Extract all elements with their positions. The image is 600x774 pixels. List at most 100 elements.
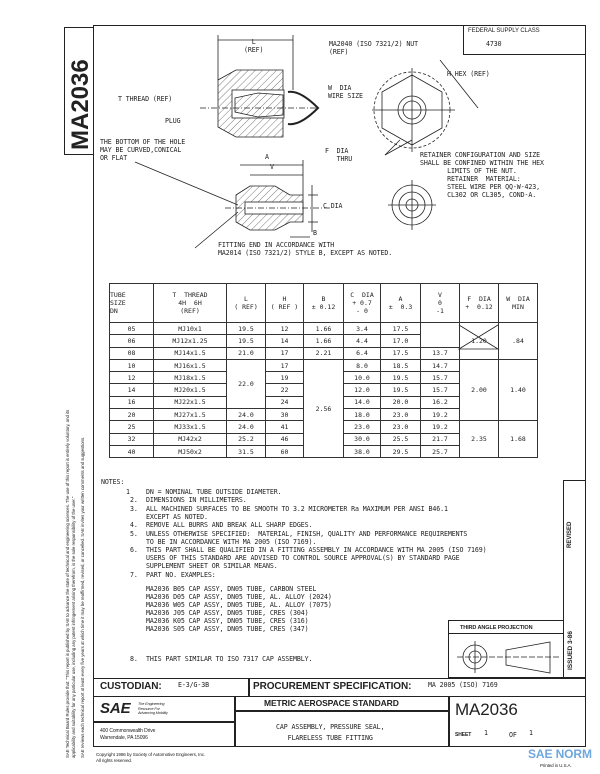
note-number: 4.: [130, 521, 138, 530]
cell-tube-size: 12: [109, 371, 154, 385]
cell-l: 19.5: [226, 334, 266, 348]
col-b: B ± 0.12: [303, 283, 344, 323]
supply-class-box: [463, 25, 586, 55]
procurement-value: MA 2005 (ISO) 7169: [428, 681, 498, 689]
col-a: A ± 0.3: [380, 283, 421, 323]
cell-tube-size: 08: [109, 346, 154, 360]
cell-thread: MJ14x1.5: [153, 346, 227, 360]
sheet-number: 1: [484, 729, 488, 737]
cell-thread: MJ18x1.5: [153, 371, 227, 385]
cell-h: 41: [265, 420, 304, 434]
cell-thread: MJ22x1.5: [153, 395, 227, 410]
col-f: F DIA + 0.12: [459, 283, 499, 323]
cell-w: .84: [498, 322, 538, 360]
nut-section: [200, 35, 320, 138]
label-f-dia: F DIA THRU: [325, 147, 353, 163]
cell-c: 30.0: [343, 432, 381, 446]
custodian-label: CUSTODIAN:: [100, 681, 162, 692]
cell-h: 19: [265, 371, 304, 385]
cell-v: 15.7: [420, 371, 460, 385]
note-number: 2.: [130, 496, 138, 505]
cell-w: 1.40: [498, 358, 538, 422]
custodian-value: E-3/G-3B: [178, 681, 209, 689]
col-l: L ( REF): [226, 283, 266, 323]
note-text: UNLESS OTHERWISE SPECIFIED: MATERIAL, FI…: [146, 529, 468, 546]
projection-symbol: [457, 641, 560, 674]
part-examples: MA2036 B05 CAP ASSY, DN05 TUBE, CARBON S…: [146, 585, 332, 633]
cell-h: 30: [265, 408, 304, 422]
cell-l: 21.0: [226, 346, 266, 360]
fitting-end-view: [388, 180, 436, 230]
label-h-hex: H HEX (REF): [447, 70, 490, 78]
number-divider: [448, 696, 450, 747]
label-v: V: [270, 163, 274, 171]
standard-label: METRIC AEROSPACE STANDARD: [264, 698, 399, 708]
cell-tube-size: 16: [109, 395, 154, 410]
issued-label: ISSUED 3-86: [567, 630, 574, 670]
cell-tube-size: 05: [109, 321, 154, 336]
cell-l: 24.0: [226, 420, 266, 434]
cell-tube-size: 32: [109, 432, 154, 446]
cell-a: 23.0: [380, 420, 421, 434]
col-w: W DIA MIN: [498, 283, 538, 323]
cell-thread: MJ20x1.5: [153, 383, 227, 397]
cell-h: 46: [265, 432, 304, 446]
projection-label: THIRD ANGLE PROJECTION: [460, 625, 533, 631]
printed-label: Printed in U.S.A.: [540, 763, 572, 768]
revision-strip: [563, 480, 586, 678]
note-text: THIS PART SHALL BE QUALIFIED IN A FITTIN…: [146, 546, 487, 571]
cell-c: 18.0: [343, 408, 381, 422]
cell-tube-size: 06: [109, 334, 154, 348]
standard-divider: [234, 710, 448, 712]
col-h: H ( REF ): [265, 283, 304, 323]
cell-c: 38.0: [343, 444, 381, 459]
note-number: 5.: [130, 529, 138, 538]
cell-a: 19.5: [380, 371, 421, 385]
label-hole-bottom: THE BOTTOM OF THE HOLE MAY BE CURVED,CON…: [100, 138, 186, 162]
cell-a: 17.5: [380, 346, 421, 360]
hex-end-view: [372, 59, 479, 156]
cell-tube-size: 10: [109, 358, 154, 373]
cell-a: 25.5: [380, 432, 421, 446]
cell-c: 12.0: [343, 383, 381, 397]
cell-f: 2.35: [459, 420, 499, 459]
sae-norm-watermark: SAE NORM: [528, 747, 592, 761]
label-nut: MA2040 (ISO 7321/2) NUT (REF): [329, 40, 419, 56]
cell-a: 23.0: [380, 408, 421, 422]
label-t-thread: T THREAD (REF): [118, 95, 173, 103]
cell-b: 1.66: [303, 321, 344, 336]
document-title: CAP ASSEMBLY, PRESSURE SEAL, FLARELESS T…: [276, 723, 385, 742]
notes-title: NOTES:: [101, 478, 125, 486]
cell-thread: MJ10x1: [153, 321, 227, 336]
note-number: 3.: [130, 504, 138, 513]
cell-h: 12: [265, 321, 304, 336]
label-fitting-end: FITTING END IN ACCORDANCE WITH MA2014 (I…: [218, 241, 393, 257]
copyright: Copyright 1986 by Society of Automotive …: [96, 752, 206, 763]
col-thread: T THREAD 4H 6H (REF): [153, 283, 227, 323]
sae-address: 400 Commonwealth Drive Warrendale, PA 15…: [100, 728, 156, 741]
cell-b: 2.21: [303, 346, 344, 360]
cell-a: 20.0: [380, 395, 421, 410]
procurement-label: PROCUREMENT SPECIFICATION:: [253, 681, 412, 692]
cell-h: 17: [265, 346, 304, 360]
revised-label: REVISED: [567, 521, 573, 548]
cell-h: 60: [265, 444, 304, 459]
cell-v: 19.2: [420, 408, 460, 422]
cell-v-not-applicable: [420, 322, 460, 348]
cell-a: 17.0: [380, 334, 421, 348]
cell-b: 1.66: [303, 334, 344, 348]
cell-thread: MJ12x1.25: [153, 334, 227, 348]
label-c-dia: C DIA: [323, 202, 343, 210]
label-a: A: [265, 153, 269, 161]
col-c: C DIA + 0.7 - 0: [343, 283, 381, 323]
cell-c: 23.0: [343, 420, 381, 434]
cell-c: 14.0: [343, 395, 381, 410]
cell-c: 6.4: [343, 346, 381, 360]
